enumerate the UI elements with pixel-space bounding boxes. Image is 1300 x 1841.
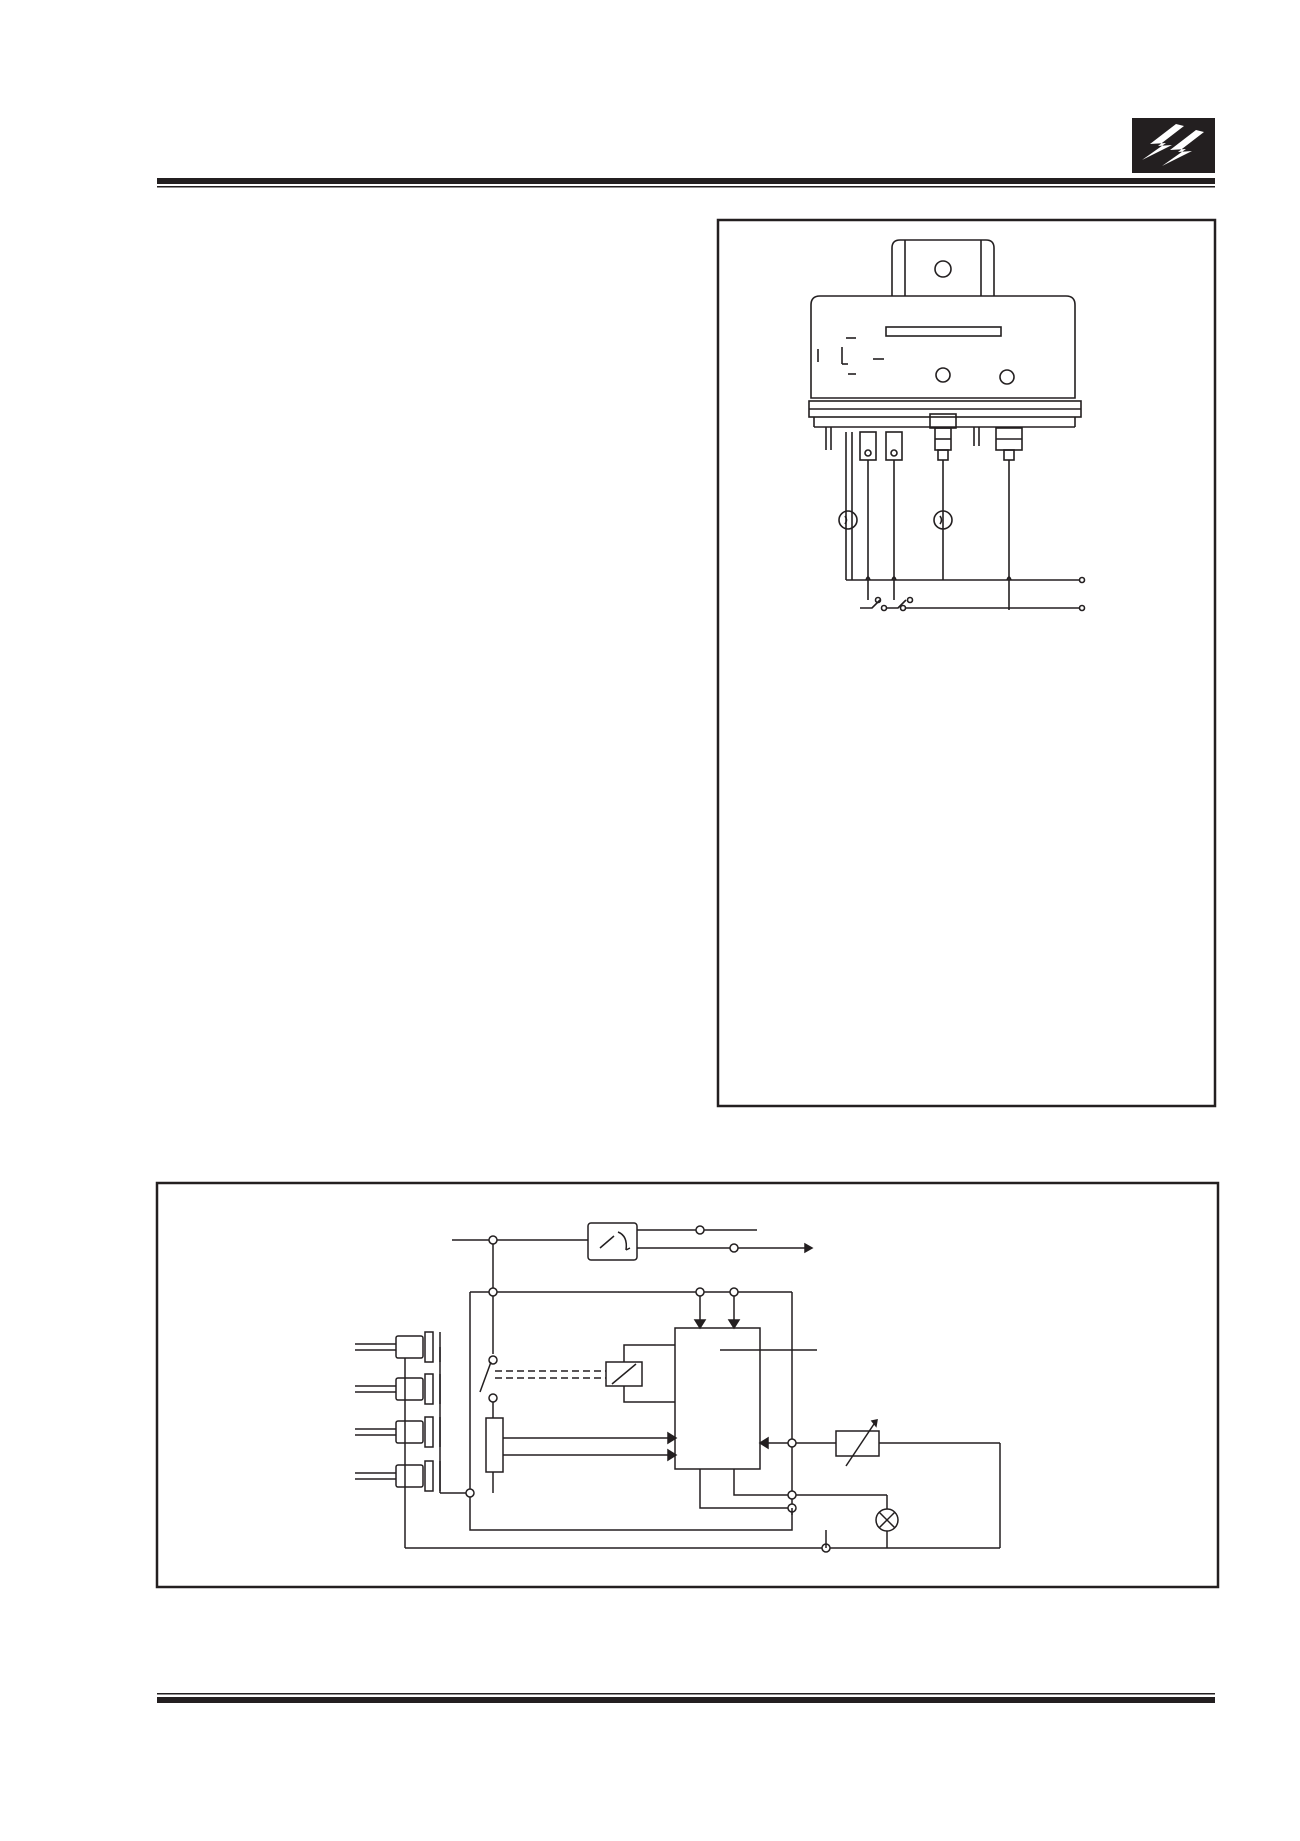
footer-rule xyxy=(157,1693,1215,1703)
unit-figure-frame xyxy=(716,218,1217,1108)
glow-plug-circuit-schematic-icon xyxy=(355,1222,1001,1553)
glow-plug-icons xyxy=(355,1331,441,1492)
glow-plug-controller-housing-icon xyxy=(808,239,1086,612)
lightning-bolts-icon xyxy=(1142,124,1204,166)
header-logo xyxy=(1132,118,1215,173)
header-rule xyxy=(157,178,1215,188)
schematic-figure-frame xyxy=(155,1181,1220,1589)
